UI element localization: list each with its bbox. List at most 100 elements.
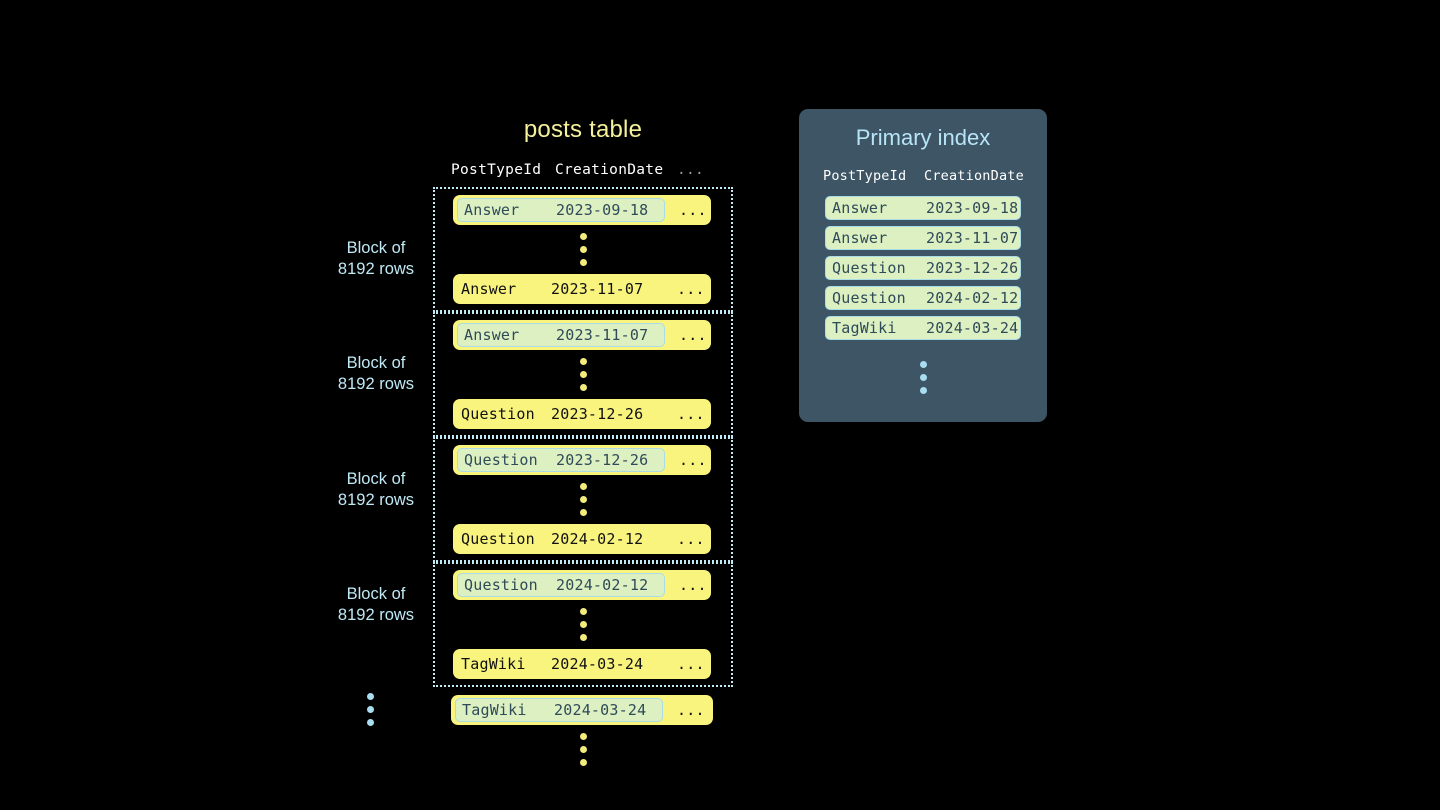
row-ellipsis-vertical: [435, 350, 731, 399]
index-row-creationdate: 2023-09-18: [926, 199, 1019, 217]
index-row-creationdate: 2024-02-12: [926, 289, 1019, 307]
column-header-ellipsis: ...: [677, 162, 705, 178]
primary-index-title: Primary index: [855, 125, 991, 150]
dot: [579, 634, 587, 641]
table-row: Answer 2023-11-07 ...: [453, 274, 711, 304]
index-row-posttypeid: TagWiki: [832, 319, 897, 337]
indexed-row-highlight: TagWiki 2024-03-24: [455, 698, 663, 722]
index-row-posttypeid: Question: [832, 259, 906, 277]
dot: [367, 693, 374, 700]
row-ellipsis-vertical: [435, 600, 731, 649]
row-ellipsis: ...: [677, 405, 705, 423]
index-column-header-posttypeid: PostTypeId: [823, 168, 907, 184]
dot: [579, 358, 587, 365]
dot: [919, 361, 927, 368]
index-ellipsis-vertical: [919, 353, 927, 402]
row-ellipsis-vertical: [435, 475, 731, 524]
row-ellipsis: ...: [677, 655, 705, 673]
row-creationdate: 2023-09-18: [556, 201, 649, 219]
table-row: Answer 2023-11-07 ...: [453, 320, 711, 350]
dot: [579, 759, 587, 766]
posts-table: posts table PostTypeId CreationDate ... …: [433, 118, 733, 774]
dot: [579, 246, 587, 253]
index-row: Question 2024-02-12: [825, 286, 1021, 310]
table-row: Question 2023-12-26 ...: [453, 399, 711, 429]
block-label-1: Block of 8192 rows: [337, 354, 415, 393]
index-row: Answer 2023-09-18: [825, 196, 1021, 220]
row-posttypeid: Question: [464, 576, 538, 594]
index-row: Question 2023-12-26: [825, 256, 1021, 280]
row-ellipsis: ...: [677, 280, 705, 298]
posts-table-title: posts table: [523, 116, 643, 143]
row-creationdate: 2023-12-26: [556, 451, 649, 469]
block-0: Answer 2023-09-18 ... Answer 2023-11-07 …: [433, 187, 733, 312]
row-ellipsis: ...: [677, 701, 705, 719]
row-ellipsis: ...: [677, 530, 705, 548]
block-label-3: Block of 8192 rows: [337, 585, 415, 624]
posts-table-column-headers: PostTypeId CreationDate ...: [433, 162, 733, 178]
dot: [579, 496, 587, 503]
dot: [579, 608, 587, 615]
row-creationdate: 2023-11-07: [556, 326, 649, 344]
dot: [579, 483, 587, 490]
primary-index-panel: Primary index PostTypeId CreationDate An…: [799, 109, 1047, 422]
blocks-ellipsis-vertical: [367, 685, 374, 734]
row-creationdate: 2023-12-26: [551, 405, 644, 423]
indexed-row-highlight: Question 2023-12-26: [457, 448, 665, 472]
row-creationdate: 2024-03-24: [554, 701, 647, 719]
column-header-posttypeid: PostTypeId: [451, 162, 542, 178]
row-posttypeid: Question: [461, 530, 535, 548]
index-row: TagWiki 2024-03-24: [825, 316, 1021, 340]
row-creationdate: 2024-03-24: [551, 655, 644, 673]
block-3: Question 2024-02-12 ... TagWiki 2024-03-…: [433, 562, 733, 687]
indexed-row-highlight: Question 2024-02-12: [457, 573, 665, 597]
index-row-creationdate: 2024-03-24: [926, 319, 1019, 337]
dot: [579, 259, 587, 266]
table-row: Question 2024-02-12 ...: [453, 524, 711, 554]
table-row: Answer 2023-09-18 ...: [453, 195, 711, 225]
row-creationdate: 2024-02-12: [551, 530, 644, 548]
row-creationdate: 2023-11-07: [551, 280, 644, 298]
block-label-0: Block of 8192 rows: [337, 239, 415, 278]
dot: [919, 387, 927, 394]
column-header-creationdate: CreationDate: [555, 162, 664, 178]
primary-index-rows: Answer 2023-09-18 Answer 2023-11-07 Ques…: [799, 196, 1047, 402]
table-row: TagWiki 2024-03-24 ...: [453, 649, 711, 679]
indexed-row-highlight: Answer 2023-11-07: [457, 323, 665, 347]
dot: [579, 746, 587, 753]
row-ellipsis: ...: [679, 201, 707, 219]
dot: [579, 233, 587, 240]
row-ellipsis: ...: [679, 326, 707, 344]
row-posttypeid: Answer: [461, 280, 517, 298]
table-ellipsis-vertical: [433, 725, 733, 774]
row-posttypeid: TagWiki: [462, 701, 527, 719]
index-row: Answer 2023-11-07: [825, 226, 1021, 250]
block-1: Answer 2023-11-07 ... Question 2023-12-2…: [433, 312, 733, 437]
table-row-tail: TagWiki 2024-03-24 ...: [451, 695, 713, 725]
index-row-posttypeid: Answer: [832, 229, 888, 247]
index-row-creationdate: 2023-11-07: [926, 229, 1019, 247]
dot: [579, 371, 587, 378]
dot: [919, 374, 927, 381]
table-row: Question 2023-12-26 ...: [453, 445, 711, 475]
dot: [367, 706, 374, 713]
index-row-posttypeid: Answer: [832, 199, 888, 217]
row-posttypeid: Answer: [464, 201, 520, 219]
row-posttypeid: Answer: [464, 326, 520, 344]
table-row: Question 2024-02-12 ...: [453, 570, 711, 600]
row-posttypeid: Question: [464, 451, 538, 469]
row-ellipsis-vertical: [435, 225, 731, 274]
dot: [579, 384, 587, 391]
dot: [579, 733, 587, 740]
row-ellipsis: ...: [679, 576, 707, 594]
row-posttypeid: Question: [461, 405, 535, 423]
primary-index-column-headers: PostTypeId CreationDate: [799, 168, 1047, 184]
dot: [579, 509, 587, 516]
dot: [579, 621, 587, 628]
row-posttypeid: TagWiki: [461, 655, 526, 673]
dot: [367, 719, 374, 726]
block-2: Question 2023-12-26 ... Question 2024-02…: [433, 437, 733, 562]
index-row-creationdate: 2023-12-26: [926, 259, 1019, 277]
index-row-posttypeid: Question: [832, 289, 906, 307]
row-creationdate: 2024-02-12: [556, 576, 649, 594]
